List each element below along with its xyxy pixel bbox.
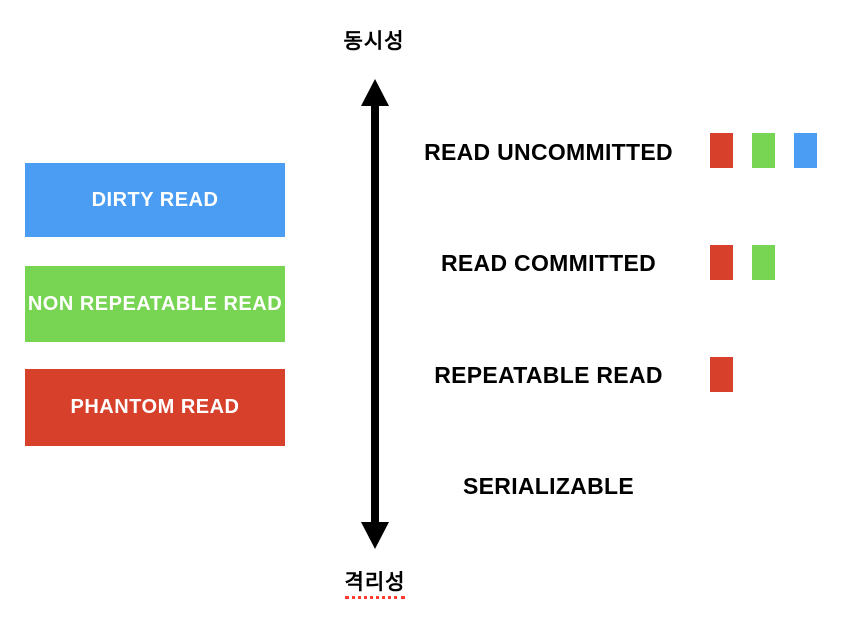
green-marker-square [752, 245, 775, 280]
hazard-box-dirty-read: DIRTY READ [25, 163, 285, 237]
axis-bottom-text: 격리성 [344, 571, 406, 599]
hazard-box-non-repeatable-read: NON REPEATABLE READ [25, 266, 285, 342]
level-label-read-committed: READ COMMITTED [440, 250, 657, 276]
level-markers-repeatable-read [710, 357, 733, 392]
red-marker-square [710, 133, 733, 168]
red-marker-square [710, 245, 733, 280]
red-marker-square [710, 357, 733, 392]
level-label-serializable: SERIALIZABLE [463, 473, 634, 499]
hazard-label-phantom-read: PHANTOM READ [70, 396, 240, 418]
axis-bottom-label-isolation: 격리성 [300, 566, 450, 599]
hazard-label-dirty-read: DIRTY READ [91, 188, 219, 211]
level-markers-read-committed [710, 245, 775, 280]
vertical-double-arrow [361, 79, 389, 549]
level-markers-read-uncommitted [710, 133, 817, 168]
blue-marker-square [794, 133, 817, 168]
level-label-repeatable-read: REPEATABLE READ [434, 362, 663, 388]
hazard-label-non-repeatable-read: NON REPEATABLE READ [27, 292, 283, 315]
axis-top-label-concurrency: 동시성 [343, 30, 405, 53]
green-marker-square [752, 133, 775, 168]
hazard-box-phantom-read: PHANTOM READ [25, 369, 285, 446]
level-label-read-uncommitted: READ UNCOMMITTED [424, 139, 673, 165]
